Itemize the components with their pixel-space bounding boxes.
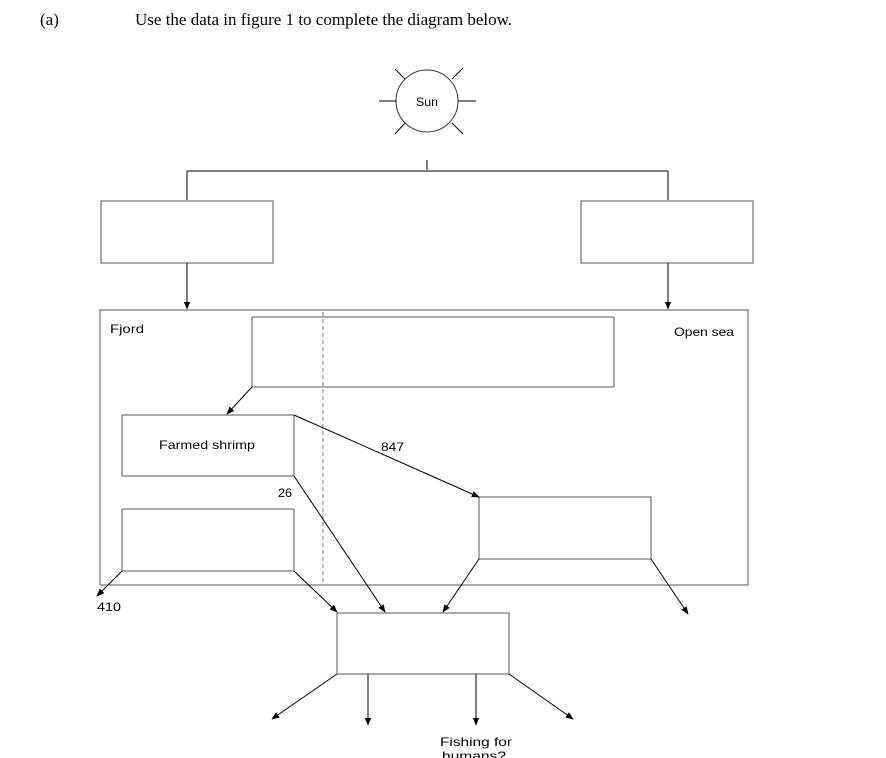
bottom-box[interactable] — [336, 612, 510, 675]
farmed-shrimp-box[interactable] — [121, 414, 295, 477]
arrow-fjord-lower-to-bottom — [293, 570, 338, 613]
fjord-label: Fjord — [110, 322, 144, 336]
arrow-to-farmed-shrimp — [226, 386, 253, 415]
arrow-shrimp-to-sea-consumer — [293, 414, 480, 498]
arrow-fjord-loss — [96, 570, 123, 597]
fjord-lower-box[interactable] — [121, 508, 295, 572]
sea-consumer-box[interactable] — [478, 496, 652, 560]
flow-value-847: 847 — [381, 440, 404, 454]
question-instruction: Use the data in figure 1 to complete the… — [135, 10, 512, 29]
arrow-sea-loss — [650, 558, 689, 615]
arrow-bottom-right — [508, 673, 574, 720]
question-part: (a) — [40, 10, 59, 29]
open-sea-label: Open sea — [674, 325, 734, 339]
sun-label: Sun — [416, 95, 438, 109]
fjord-producer-box[interactable] — [100, 200, 274, 264]
fishing-label-2: humans? — [442, 749, 506, 758]
sea-producer-box[interactable] — [580, 200, 754, 264]
sun-icon — [379, 67, 476, 170]
farmed-shrimp-label: Farmed shrimp — [159, 438, 255, 452]
fishing-label: Fishing for — [440, 735, 512, 749]
arrow-shrimp-to-decomposer — [293, 475, 386, 613]
flow-value-26: 26 — [278, 486, 292, 500]
arrow-sea-consumer-to-bottom — [442, 558, 480, 613]
ecosystem-frame — [99, 309, 749, 586]
primary-consumer-box[interactable] — [251, 316, 615, 388]
flow-value-410: 410 — [97, 600, 121, 614]
sun-branch-connector — [186, 170, 669, 200]
arrow-bottom-left — [271, 673, 338, 720]
